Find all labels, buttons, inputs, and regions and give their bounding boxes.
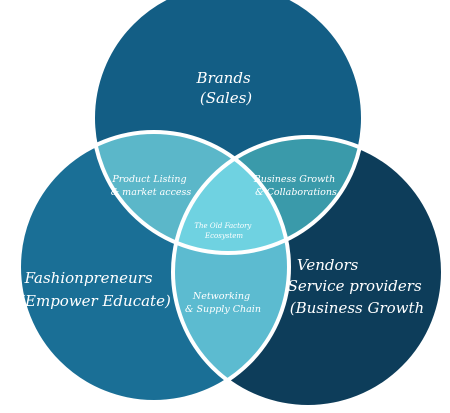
label-vendors-line1: Vendors [297,256,359,274]
label-networking-line1: Networking [192,291,250,302]
label-networking-line2: & Supply Chain [185,304,261,315]
label-vendors-line2: Service providers [288,277,422,295]
label-fashionpreneurs-line2: (Empower Educate) [19,292,171,310]
label-brands-line2: (Sales) [200,89,252,107]
label-product-listing: Product Listing & market access [111,174,192,198]
label-ecosystem-line2: Ecosystem [204,232,243,240]
label-business-growth: Business Growth & Collaborations [253,174,338,198]
label-product-listing-line2: & market access [111,187,192,198]
overlap-center [173,137,289,253]
label-ecosystem: The Old Factory Ecosystem [194,222,253,240]
label-networking: Networking & Supply Chain [185,291,261,315]
label-ecosystem-line1: The Old Factory [194,222,252,230]
outline-right [171,135,445,409]
outline-left [17,130,291,404]
label-business-growth-line1: Business Growth [253,174,335,185]
label-brands-line1: Brands [196,69,251,87]
label-fashionpreneurs: Fashionpreneurs (Empower Educate) [19,269,171,310]
label-vendors-line3: (Business Growth [290,299,424,317]
label-business-growth-line2: & Collaborations [255,187,337,198]
outline-top [91,0,365,255]
label-product-listing-line1: Product Listing [111,174,186,185]
label-fashionpreneurs-line1: Fashionpreneurs [24,269,153,287]
label-vendors: Vendors Service providers (Business Grow… [288,256,427,317]
label-brands: Brands (Sales) [196,69,256,107]
